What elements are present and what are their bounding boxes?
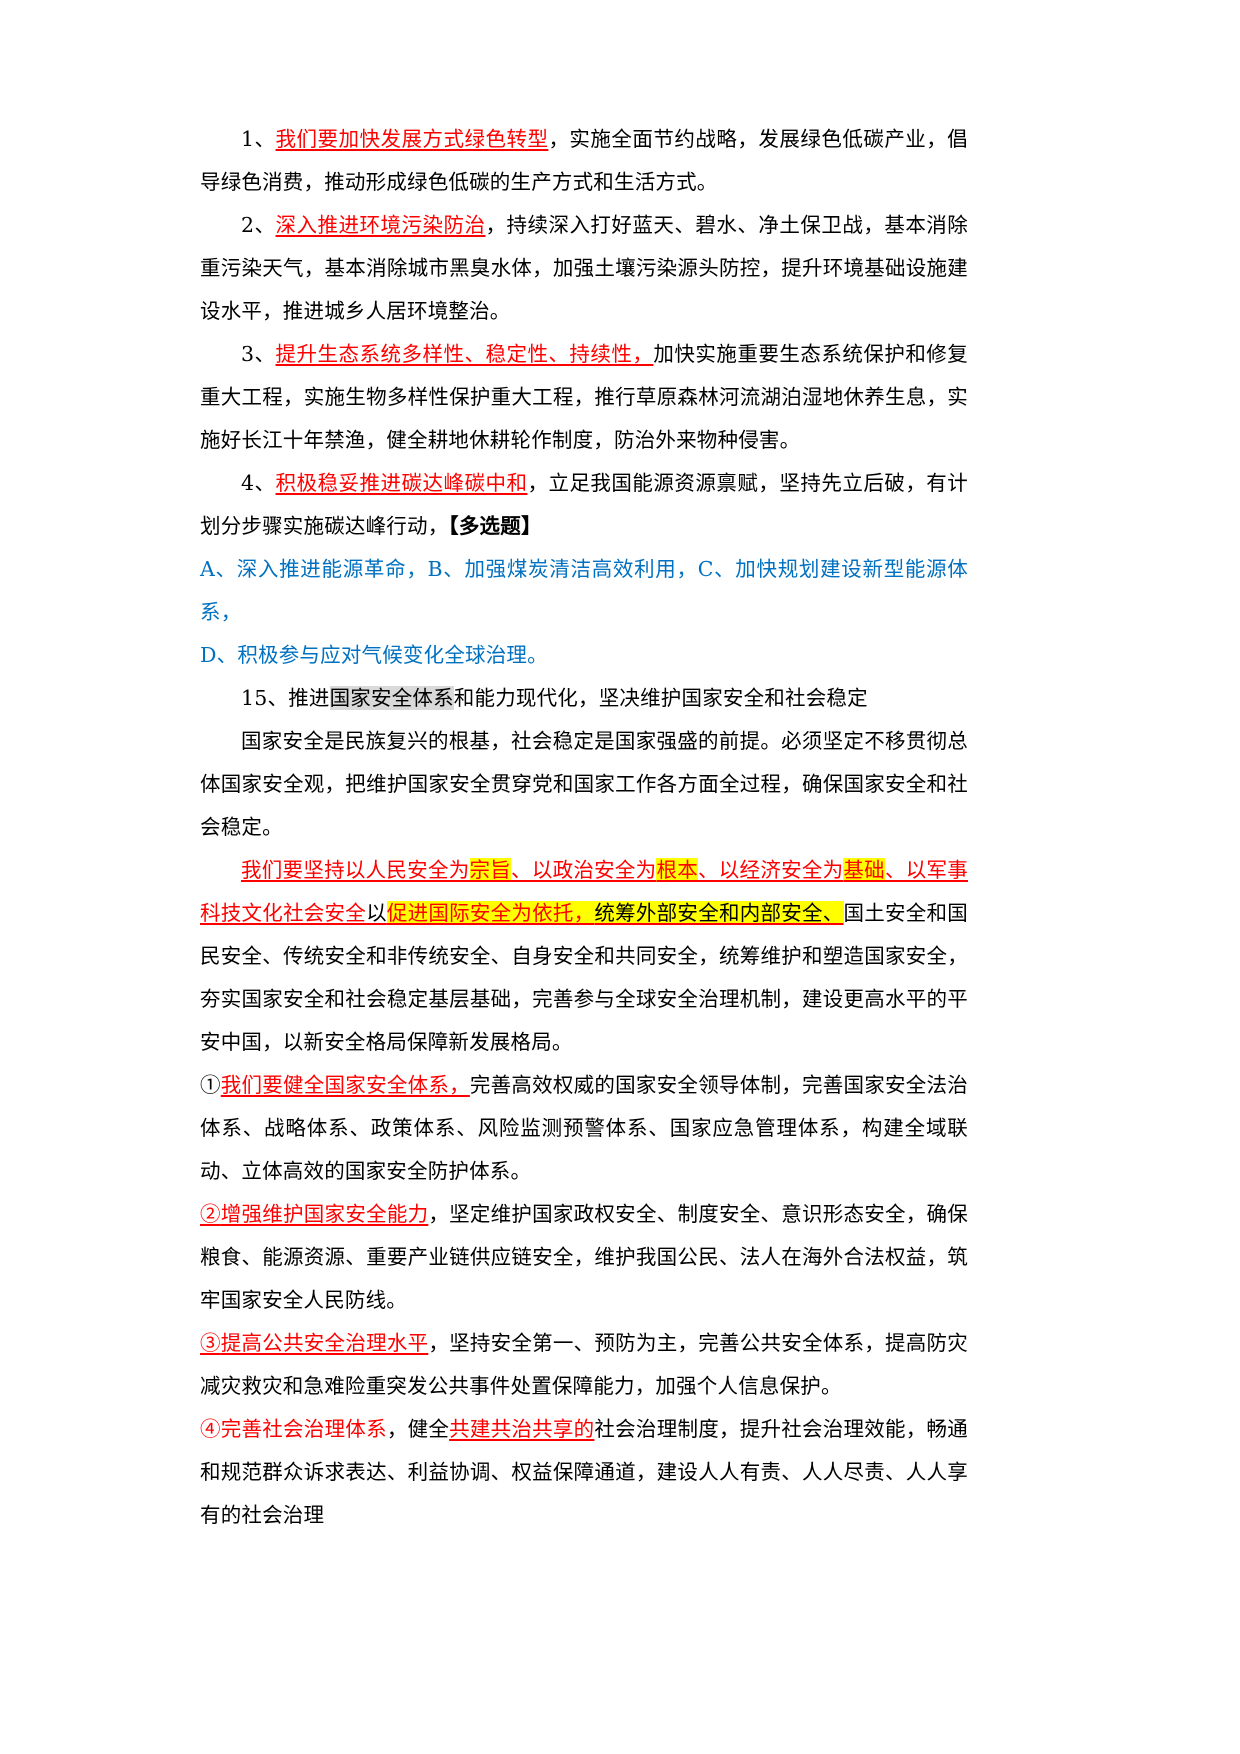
core-run-4: 、以军事科技文化社会安全 [200,858,968,925]
paragraph-core-security: 我们要坚持以人民安全为宗旨、以政治安全为根本、以经济安全为基础、以军事科技文化社… [200,849,968,1064]
core-run-yi: 以 [366,901,387,925]
sub-1-marker: ① [200,1073,221,1097]
sub-1-body: 完善高效权威的国家安全领导体制，完善国家安全法治体系、战略体系、政策体系、风险监… [200,1073,968,1183]
question-type-tag: 【多选题】 [448,514,542,538]
sub-4-key-phrase: 完善社会治理体系 [220,1417,387,1441]
paragraph-sub-3: ③提高公共安全治理水平，坚持安全第一、预防为主，完善公共安全体系，提高防灾减灾救… [200,1322,968,1408]
item-1-key-phrase: 我们要加快发展方式绿色转型 [275,127,549,151]
item-1-body: ，实施全面节约战略，发展绿色低碳产业，倡导绿色消费，推动形成绿色低碳的生产方式和… [200,127,968,194]
sub-4-marker: ④ [200,1417,221,1441]
sub-4-mid: ，健全 [386,1417,450,1441]
core-run-2: 、以政治安全为 [511,858,657,882]
sub-3-body: ，坚持安全第一、预防为主，完善公共安全体系，提高防灾减灾救灾和急难险重突发公共事… [200,1331,969,1398]
item-4-body: ，立足我国能源资源禀赋，坚持先立后破，有计划分步骤实施碳达峰行动， [200,471,968,538]
core-run-3: 、以经济安全为 [698,858,844,882]
core-highlight-jichu: 基础 [843,858,885,882]
heading-15-suffix: 和能力现代化，坚决维护国家安全和社会稳定 [453,686,868,710]
item-3-key-phrase: 提升生态系统多样性、稳定性、持续性， [275,342,654,366]
paragraph-sub-2: ②增强维护国家安全能力，坚定维护国家政权安全、制度安全、意识形态安全，确保粮食、… [200,1193,968,1322]
item-3-body: 加快实施重要生态系统保护和修复重大工程，实施生物多样性保护重大工程，推行草原森林… [200,342,968,452]
paragraph-item-2: 2、深入推进环境污染防治，持续深入打好蓝天、碧水、净土保卫战，基本消除重污染天气… [200,204,968,333]
paragraph-intro: 国家安全是民族复兴的根基，社会稳定是国家强盛的前提。必须坚定不移贯彻总体国家安全… [200,729,968,839]
options-line-1: A、深入推进能源革命，B、加强煤炭清洁高效利用，C、加快规划建设新型能源体系， [200,557,968,624]
core-highlight-genben: 根本 [656,858,698,882]
sub-2-body: ，坚定维护国家政权安全、制度安全、意识形态安全，确保粮食、能源资源、重要产业链供… [200,1202,969,1312]
sub-4-body: 社会治理制度，提升社会治理效能，畅通和规范群众诉求表达、利益协调、权益保障通道，… [200,1417,968,1527]
item-2-key-phrase: 深入推进环境污染防治 [275,213,486,237]
paragraph-item-1: 1、我们要加快发展方式绿色转型，实施全面节约战略，发展绿色低碳产业，倡导绿色消费… [200,118,968,204]
item-1-number: 1、 [241,127,276,151]
item-4-number: 4、 [241,471,276,495]
options-line-2: D、积极参与应对气候变化全球治理。 [200,643,548,667]
core-highlight-zongzhi: 宗旨 [469,858,512,882]
sub-3-marker: ③ [200,1331,221,1355]
paragraph-sub-1: ①我们要健全国家安全体系，完善高效权威的国家安全领导体制，完善国家安全法治体系、… [200,1064,968,1193]
heading-15-number: 15、 [241,686,289,710]
item-2-number: 2、 [241,213,276,237]
paragraph-item-4: 4、积极稳妥推进碳达峰碳中和，立足我国能源资源禀赋，坚持先立后破，有计划分步骤实… [200,462,968,548]
heading-section-15: 15、推进国家安全体系和能力现代化，坚决维护国家安全和社会稳定 [200,677,968,720]
sub-2-marker: ② [200,1202,221,1226]
paragraph-sub-4: ④完善社会治理体系，健全共建共治共享的社会治理制度，提升社会治理效能，畅通和规范… [200,1408,968,1537]
sub-4-key-phrase-2: 共建共治共享的 [449,1417,595,1441]
core-highlight-yituo: 促进国际安全为依托， [386,901,595,925]
heading-15-prefix: 推进 [288,686,330,710]
sub-2-key-phrase: 增强维护国家安全能力 [220,1202,429,1226]
item-3-number: 3、 [241,342,276,366]
core-run-1: 我们要坚持以人民安全为 [241,858,470,882]
item-2-body: ，持续深入打好蓝天、碧水、净土保卫战，基本消除重污染天气，基本消除城市黑臭水体，… [200,213,968,323]
document-body: 1、我们要加快发展方式绿色转型，实施全面节约战略，发展绿色低碳产业，倡导绿色消费… [200,118,968,1537]
core-highlight-tongchou: 统筹外部安全和内部安全、 [594,901,844,925]
sub-3-key-phrase: 提高公共安全治理水平 [220,1331,429,1355]
heading-15-highlight: 国家安全体系 [329,686,454,710]
sub-1-key-phrase: 我们要健全国家安全体系， [220,1073,470,1097]
item-4-key-phrase: 积极稳妥推进碳达峰碳中和 [275,471,528,495]
core-tail: 国土安全和国民安全、传统安全和非传统安全、自身安全和共同安全，统筹维护和塑造国家… [200,901,968,1054]
paragraph-item-3: 3、提升生态系统多样性、稳定性、持续性，加快实施重要生态系统保护和修复重大工程，… [200,333,968,462]
